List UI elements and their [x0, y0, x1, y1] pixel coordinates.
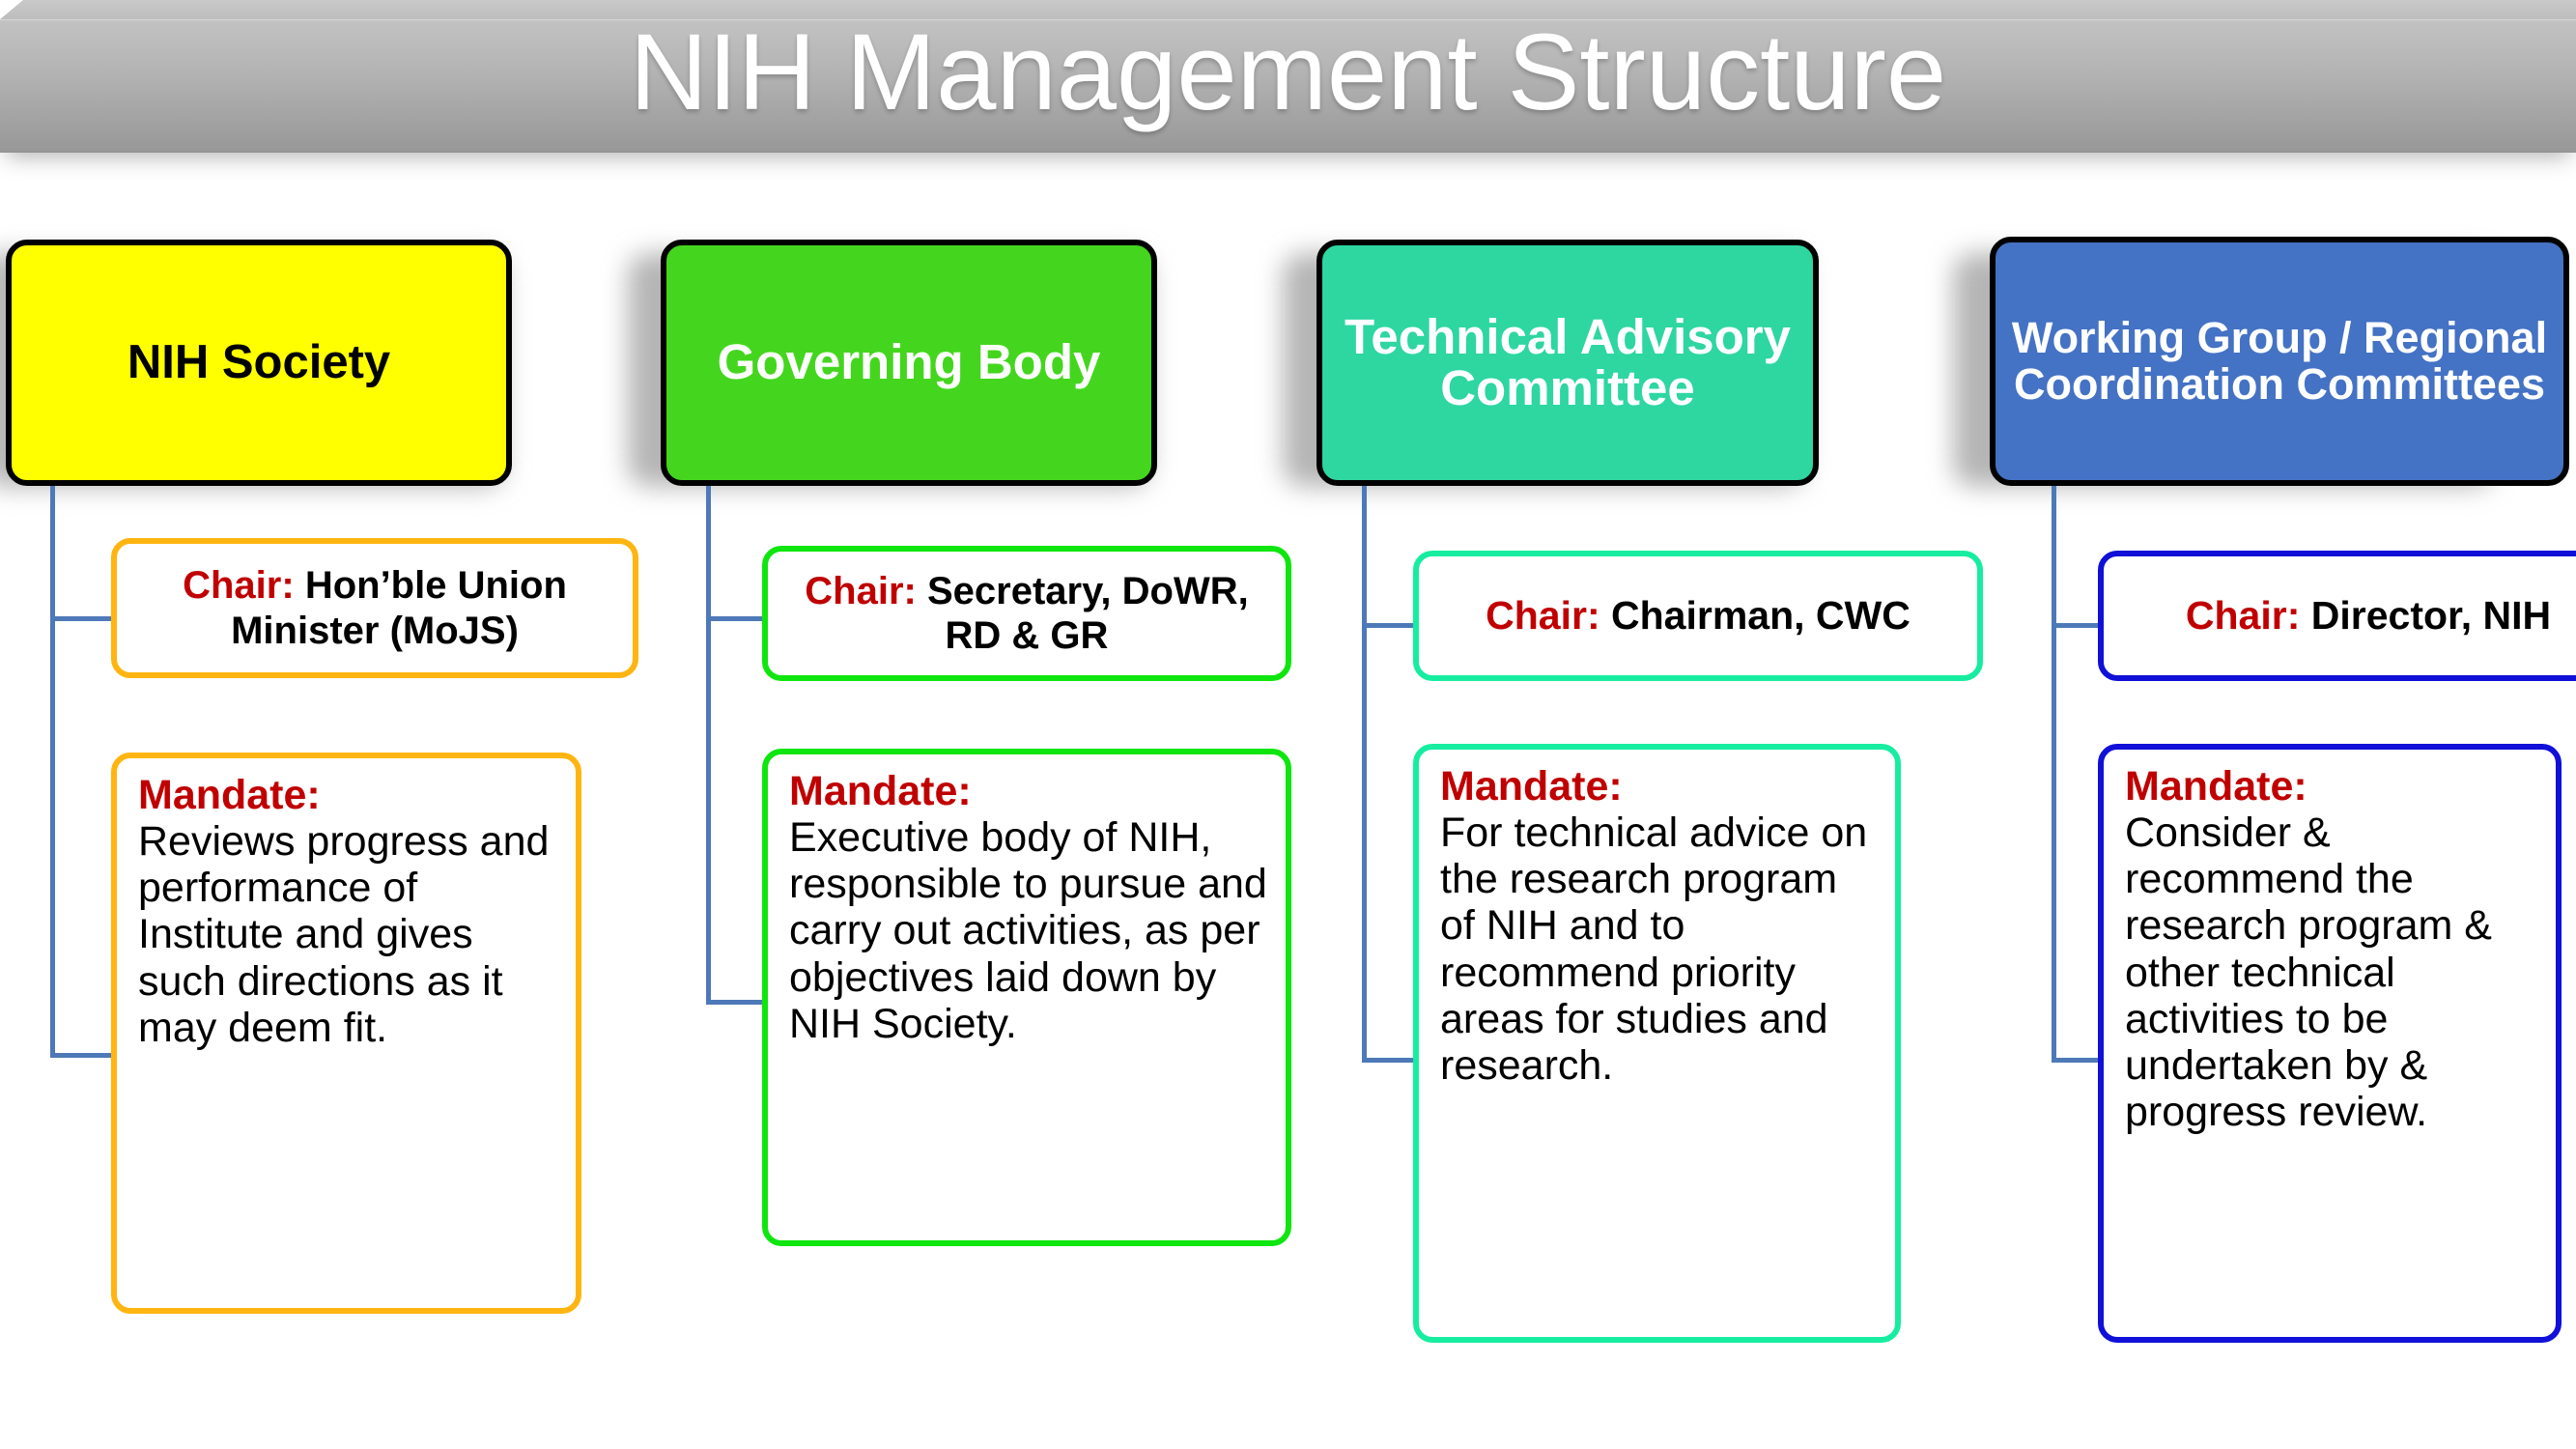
chair-keyword-col2: Chair:	[805, 569, 917, 612]
chair-keyword-col4: Chair:	[2185, 592, 2301, 638]
mandate-keyword-col1: Mandate:	[138, 772, 321, 818]
header-box-governing-body[interactable]: Governing Body	[661, 240, 1157, 486]
chair-box-working-group[interactable]: Chair: Director, NIH	[2098, 551, 2576, 681]
mandate-box-technical-advisory-committee[interactable]: Mandate: For technical advice on the res…	[1413, 744, 1901, 1343]
connector-branch-mandate-col1	[50, 1053, 116, 1058]
connector-branch-chair-col3	[1362, 623, 1416, 628]
chair-text-col3: Chair: Chairman, CWC	[1476, 593, 1920, 639]
mandate-keyword-col4: Mandate:	[2125, 763, 2307, 810]
connector-branch-mandate-col2	[706, 1000, 766, 1005]
chair-box-technical-advisory-committee[interactable]: Chair: Chairman, CWC	[1413, 551, 1983, 681]
mandate-keyword-col2: Mandate:	[789, 768, 972, 814]
header-box-technical-advisory-committee[interactable]: Technical Advisory Committee	[1316, 240, 1819, 486]
header-box-nih-society[interactable]: NIH Society	[6, 240, 512, 486]
chair-box-governing-body[interactable]: Chair: Secretary, DoWR, RD & GR	[762, 546, 1291, 681]
chair-value-col3: Chairman, CWC	[1611, 592, 1911, 638]
chair-text-col4: Chair: Director, NIH	[2176, 593, 2561, 639]
chair-box-nih-society[interactable]: Chair: Hon’ble Union Minister (MoJS)	[111, 538, 638, 678]
chair-keyword-col1: Chair:	[183, 564, 295, 608]
connector-vertical-col2	[706, 483, 711, 1005]
chair-text-col1: Chair: Hon’ble Union Minister (MoJS)	[117, 563, 633, 653]
connector-vertical-col1	[50, 483, 55, 1058]
connector-branch-chair-col2	[706, 616, 766, 621]
mandate-value-col2: Executive body of NIH, responsible to pu…	[789, 814, 1267, 1047]
chair-value-col4: Director, NIH	[2310, 592, 2552, 638]
mandate-value-col3: For technical advice on the research pro…	[1440, 810, 1868, 1089]
title-banner: NIH Management Structure	[0, 0, 2576, 153]
mandate-box-nih-society[interactable]: Mandate: Reviews progress and performanc…	[111, 753, 581, 1314]
connector-vertical-col3	[1362, 483, 1367, 1063]
header-box-working-group-regional-coordination-committees[interactable]: Working Group / Regional Coordination Co…	[1990, 237, 2569, 486]
chair-keyword-col3: Chair:	[1486, 592, 1600, 638]
mandate-keyword-col3: Mandate:	[1440, 763, 1623, 810]
mandate-value-col1: Reviews progress and performance of Inst…	[138, 818, 550, 1051]
connector-branch-mandate-col3	[1362, 1058, 1416, 1063]
connector-branch-chair-col1	[50, 616, 116, 621]
mandate-box-governing-body[interactable]: Mandate: Executive body of NIH, responsi…	[762, 749, 1291, 1246]
connector-vertical-col4	[2052, 483, 2056, 1063]
chair-text-col2: Chair: Secretary, DoWR, RD & GR	[768, 569, 1286, 659]
connector-branch-mandate-col4	[2052, 1058, 2100, 1063]
connector-branch-chair-col4	[2052, 623, 2100, 628]
mandate-box-working-group[interactable]: Mandate: Consider & recommend the resear…	[2098, 744, 2562, 1343]
mandate-value-col4: Consider & recommend the research progra…	[2125, 810, 2492, 1136]
page-title: NIH Management Structure	[629, 12, 1947, 132]
chair-value-col1: Hon’ble Union Minister (MoJS)	[231, 564, 567, 652]
chair-value-col2: Secretary, DoWR, RD & GR	[927, 569, 1249, 657]
